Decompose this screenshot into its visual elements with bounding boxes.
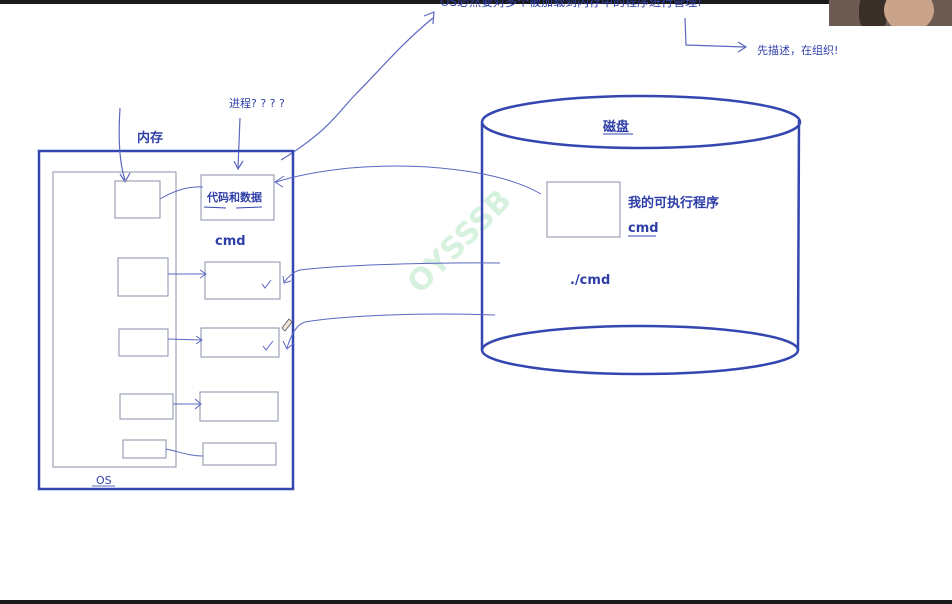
load-arrow-head [282, 275, 292, 284]
code-data-underline [203, 206, 263, 209]
link-arrow-head [195, 335, 203, 345]
disk-title: 磁盘 [603, 119, 629, 135]
disk-top [480, 94, 802, 150]
top-window-edge [0, 0, 952, 4]
side-note-connector [684, 17, 746, 48]
os-label: OS [96, 474, 112, 487]
pcb-block [119, 393, 174, 420]
executable-file-block [546, 181, 621, 238]
program-block [204, 261, 281, 300]
load-arrow [286, 313, 496, 349]
link-arrow [167, 338, 203, 341]
pcb-block [117, 257, 169, 297]
side-note-arrow-head [737, 41, 748, 53]
memory-frame [37, 149, 295, 491]
check-mark [262, 340, 274, 351]
top-note: OS必然要对多个被加载到内存中的程序进行管理! [440, 0, 702, 9]
webcam-hair [859, 0, 887, 26]
pcb-block [118, 328, 169, 357]
program-block [202, 442, 277, 466]
top-note-arrow-line [280, 17, 434, 161]
disk-right-wall [796, 119, 801, 351]
run-command: ./cmd [570, 273, 610, 288]
link-arrow-head [194, 398, 202, 410]
check-mark [261, 279, 272, 289]
pen-cursor-icon [281, 318, 293, 332]
memory-title: 内存 [137, 130, 163, 146]
pcb-block [114, 180, 161, 219]
load-arrow-head [282, 340, 295, 350]
program-label: 我的可执行程序 [628, 195, 719, 211]
process-arrow-head [233, 160, 244, 171]
code-data-label: 代码和数据 [206, 190, 262, 204]
load-arrow [283, 262, 501, 283]
link-arrow-head [199, 269, 207, 279]
memory-entry-arrow [118, 107, 126, 181]
program-block [200, 327, 280, 358]
pcb-block [122, 439, 167, 459]
watermark: OYSSSB [401, 183, 518, 300]
bottom-window-edge [0, 600, 952, 604]
code-data-block [200, 174, 275, 221]
load-arrow [275, 165, 542, 195]
os-region [52, 171, 177, 468]
load-arrow-head [274, 175, 285, 188]
top-note-arrow-head [423, 11, 435, 25]
webcam-face [884, 0, 934, 26]
side-note: 先描述，在组织! [757, 43, 838, 57]
memory-entry-arrow-head [119, 172, 131, 184]
process-arrow-line [237, 117, 241, 169]
memory-cmd-label: cmd [215, 234, 246, 249]
webcam-overlay [829, 0, 952, 26]
link-arrow [159, 186, 204, 200]
program-block [199, 391, 279, 422]
link-arrow [165, 448, 204, 457]
disk-bottom [480, 324, 800, 376]
process-question: 进程? ? ? ? [229, 97, 285, 110]
program-cmd: cmd [628, 221, 659, 236]
